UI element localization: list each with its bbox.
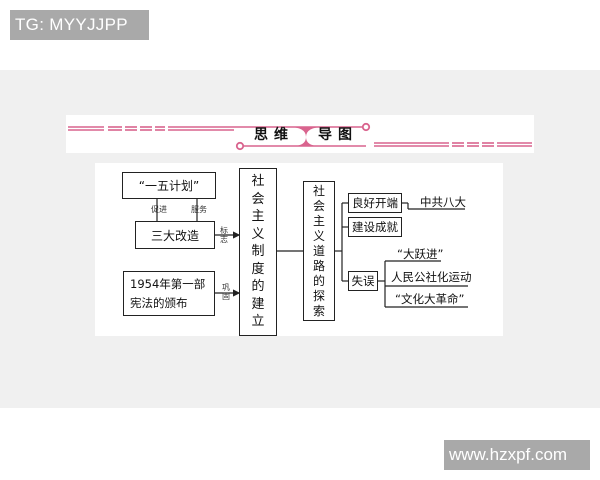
road-char: 道 [312, 243, 325, 258]
road-char: 义 [312, 228, 325, 243]
edge-label-consolidate-top: 巩 [222, 283, 230, 292]
center-char: 会 [251, 191, 265, 207]
edge-label-consolidate-bottom: 固 [222, 292, 230, 301]
road-char: 主 [312, 213, 325, 228]
mistake-cultural-revolution: “文化大革命” [395, 292, 465, 306]
center-char: 社 [251, 174, 265, 190]
edge-label-mark: 标 志 [220, 226, 228, 244]
edge-label-promote: 促进 [151, 205, 167, 214]
node-good-start: 良好开端 [348, 193, 402, 213]
node-five-year-plan: “一五计划” [122, 172, 216, 199]
banner-title-left: 思维 [254, 127, 294, 143]
node-achievements: 建设成就 [348, 217, 402, 237]
center-char: 建 [251, 296, 265, 312]
node-socialist-road-exploration: 社 会 主 义 道 路 的 探 索 [303, 181, 335, 321]
banner-title-right: 导图 [318, 127, 358, 143]
node-three-transformations: 三大改造 [135, 221, 215, 249]
road-char: 索 [312, 303, 325, 318]
road-char: 路 [312, 258, 325, 273]
watermark-top-left: TG: MYYJJPP [10, 10, 149, 40]
node-socialist-system-establishment: 社 会 主 义 制 度 的 建 立 [239, 168, 277, 336]
node-constitution: 1954年第一部 宪法的颁布 [123, 271, 215, 316]
mind-map-diagram: “一五计划” 促进 服务 三大改造 标 志 1954年第一部 宪法的颁布 巩 固… [95, 163, 503, 336]
center-char: 主 [251, 209, 265, 225]
center-char: 度 [251, 261, 265, 277]
mind-map-banner: 思维 导图 [66, 115, 534, 153]
mistake-great-leap-forward: “大跃进” [397, 247, 444, 261]
road-char: 会 [312, 198, 325, 213]
edge-label-mark-top: 标 [220, 226, 228, 235]
road-char: 社 [312, 183, 325, 198]
center-char: 义 [251, 226, 265, 242]
road-char: 的 [312, 273, 325, 288]
road-char: 探 [312, 288, 325, 303]
edge-label-consolidate: 巩 固 [222, 283, 230, 301]
constitution-line-2: 宪法的颁布 [130, 295, 188, 310]
node-eighth-party-congress: 中共八大 [420, 195, 466, 209]
node-mistakes: 失误 [348, 271, 378, 291]
center-char: 制 [251, 244, 265, 260]
constitution-line-1: 1954年第一部 [130, 276, 206, 291]
watermark-bottom-right: www.hzxpf.com [444, 440, 590, 470]
center-char: 立 [251, 314, 265, 330]
mistake-peoples-commune: 人民公社化运动 [391, 270, 472, 284]
edge-label-mark-bottom: 志 [220, 235, 228, 244]
banner-decoration [68, 122, 532, 151]
edge-label-serve: 服务 [191, 205, 207, 214]
connector-lines [156, 198, 468, 308]
center-char: 的 [251, 279, 265, 295]
